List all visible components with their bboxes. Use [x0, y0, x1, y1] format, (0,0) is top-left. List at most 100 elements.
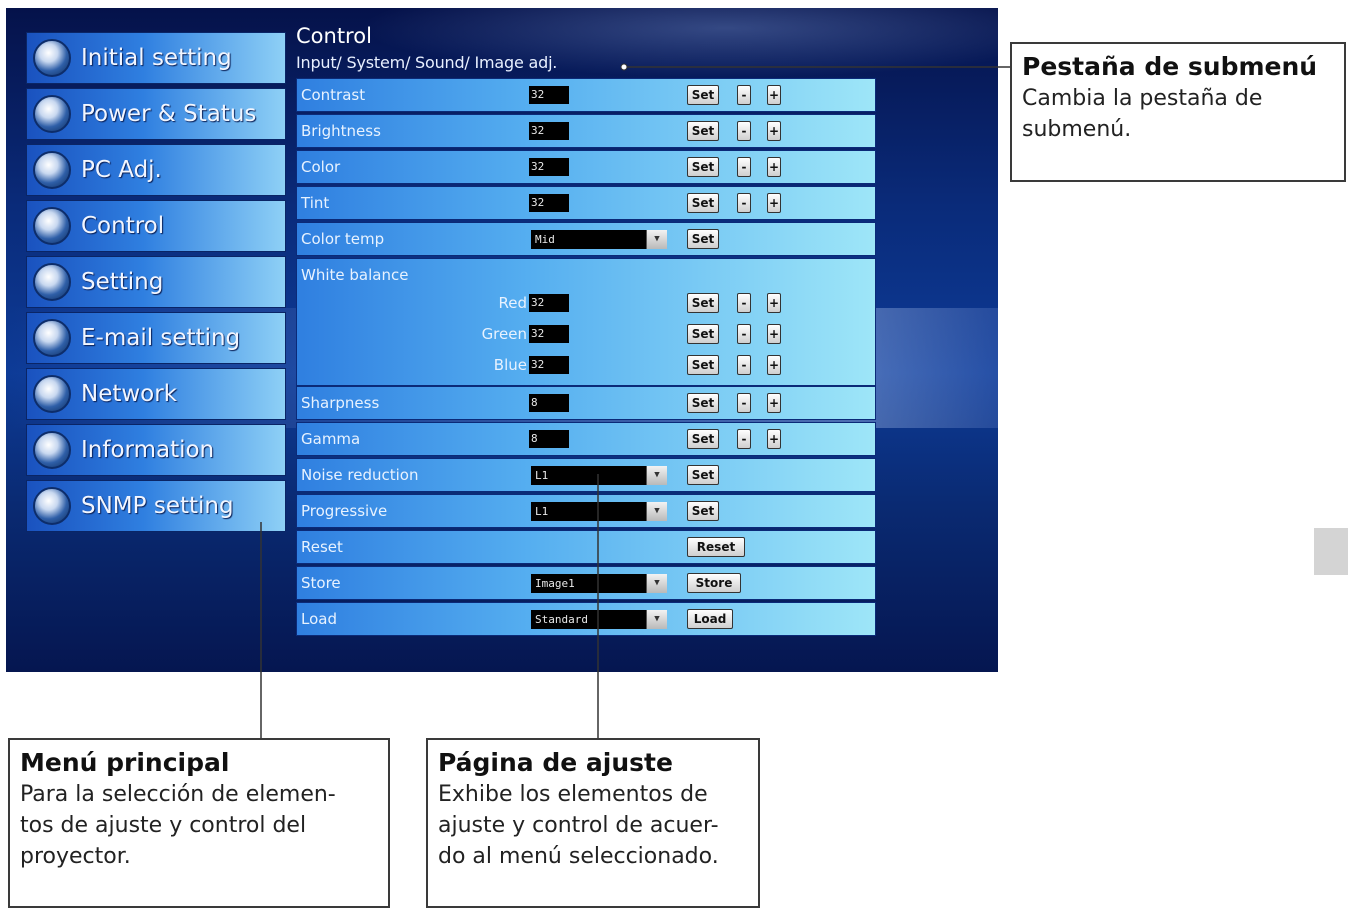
row-label: Tint: [301, 194, 330, 212]
setting-row-load: Load Standard ▼ Load: [296, 602, 876, 636]
sidebar-item-pc-adj[interactable]: PC Adj.: [26, 144, 286, 196]
globe-icon: [33, 431, 71, 469]
set-button[interactable]: Set: [687, 193, 719, 213]
sidebar-item-label: Power & Status: [81, 101, 257, 127]
load-select[interactable]: Standard ▼: [531, 610, 667, 629]
sidebar-item-email-setting[interactable]: E-mail setting: [26, 312, 286, 364]
sidebar-item-label: SNMP setting: [81, 493, 234, 519]
tint-value: 32: [529, 194, 569, 212]
noise-reduction-select[interactable]: L1 ▼: [531, 466, 667, 485]
sidebar-item-label: Control: [81, 213, 165, 239]
set-button[interactable]: Set: [687, 157, 719, 177]
set-button[interactable]: Set: [687, 85, 719, 105]
decrement-button[interactable]: -: [737, 121, 751, 141]
row-label: Contrast: [301, 86, 366, 104]
select-value: Standard: [535, 613, 588, 626]
callout-text: Exhibe los elementos de ajuste y control…: [438, 782, 719, 869]
decrement-button[interactable]: -: [737, 293, 751, 313]
globe-icon: [33, 95, 71, 133]
chevron-down-icon[interactable]: ▼: [646, 466, 667, 485]
decrement-button[interactable]: -: [737, 85, 751, 105]
increment-button[interactable]: +: [767, 429, 781, 449]
setting-row-white-balance: White balance Red 32 Set - + Green 32 Se…: [296, 258, 876, 386]
sidebar-item-information[interactable]: Information: [26, 424, 286, 476]
set-button[interactable]: Set: [687, 355, 719, 375]
set-button[interactable]: Set: [687, 429, 719, 449]
submenu-tabs[interactable]: Input/ System/ Sound/ Image adj.: [296, 53, 558, 72]
decrement-button[interactable]: -: [737, 157, 751, 177]
sidebar-item-label: Information: [81, 437, 215, 463]
row-label: Progressive: [301, 502, 388, 520]
sidebar-item-control[interactable]: Control: [26, 200, 286, 252]
sidebar-item-snmp-setting[interactable]: SNMP setting: [26, 480, 286, 532]
decrement-button[interactable]: -: [737, 324, 751, 344]
sharpness-value: 8: [529, 394, 569, 412]
increment-button[interactable]: +: [767, 157, 781, 177]
decrement-button[interactable]: -: [737, 193, 751, 213]
sidebar-item-network[interactable]: Network: [26, 368, 286, 420]
row-label: Gamma: [301, 430, 361, 448]
color-value: 32: [529, 158, 569, 176]
reset-button[interactable]: Reset: [687, 537, 745, 557]
increment-button[interactable]: +: [767, 85, 781, 105]
decrement-button[interactable]: -: [737, 429, 751, 449]
setting-row-color: Color 32 Set - +: [296, 150, 876, 184]
set-button[interactable]: Set: [687, 324, 719, 344]
sidebar-item-power-status[interactable]: Power & Status: [26, 88, 286, 140]
increment-button[interactable]: +: [767, 121, 781, 141]
setting-row-noise-reduction: Noise reduction L1 ▼ Set: [296, 458, 876, 492]
globe-icon: [33, 263, 71, 301]
sidebar-item-setting[interactable]: Setting: [26, 256, 286, 308]
select-value: Mid: [535, 233, 555, 246]
callout-title: Menú principal: [20, 748, 230, 777]
callout-title: Página de ajuste: [438, 748, 673, 777]
green-value: 32: [529, 325, 569, 343]
setting-row-contrast: Contrast 32 Set - +: [296, 78, 876, 112]
progressive-select[interactable]: L1 ▼: [531, 502, 667, 521]
set-button[interactable]: Set: [687, 229, 719, 249]
row-label: Reset: [301, 538, 343, 556]
chevron-down-icon[interactable]: ▼: [646, 610, 667, 629]
set-button[interactable]: Set: [687, 393, 719, 413]
increment-button[interactable]: +: [767, 324, 781, 344]
decrement-button[interactable]: -: [737, 393, 751, 413]
store-button[interactable]: Store: [687, 573, 741, 593]
row-label: Store: [301, 574, 341, 592]
color-temp-select[interactable]: Mid ▼: [531, 230, 667, 249]
sidebar-item-initial-setting[interactable]: Initial setting: [26, 32, 286, 84]
callout-submenu-tab: Pestaña de submenú Cambia la pestaña de …: [1010, 42, 1346, 182]
select-value: L1: [535, 505, 549, 518]
callout-main-menu: Menú principal Para la selección de elem…: [8, 738, 390, 908]
callout-settings-page: Página de ajuste Exhibe los elementos de…: [426, 738, 760, 908]
chevron-down-icon[interactable]: ▼: [646, 574, 667, 593]
set-button[interactable]: Set: [687, 465, 719, 485]
projector-web-ui-screenshot: Initial setting Power & Status PC Adj. C…: [6, 8, 998, 672]
row-label: Color temp: [301, 230, 385, 248]
green-label: Green: [481, 325, 527, 343]
sidebar-item-label: Network: [81, 381, 178, 407]
load-button[interactable]: Load: [687, 609, 733, 629]
increment-button[interactable]: +: [767, 293, 781, 313]
chevron-down-icon[interactable]: ▼: [646, 502, 667, 521]
set-button[interactable]: Set: [687, 121, 719, 141]
increment-button[interactable]: +: [767, 393, 781, 413]
setting-row-reset: Reset Reset: [296, 530, 876, 564]
blue-label: Blue: [493, 356, 527, 374]
globe-icon: [33, 207, 71, 245]
increment-button[interactable]: +: [767, 355, 781, 375]
select-value: L1: [535, 469, 549, 482]
callout-text: Cambia la pestaña de submenú.: [1022, 86, 1263, 142]
chevron-down-icon[interactable]: ▼: [646, 230, 667, 249]
row-label: Load: [301, 610, 337, 628]
setting-row-gamma: Gamma 8 Set - +: [296, 422, 876, 456]
set-button[interactable]: Set: [687, 293, 719, 313]
setting-row-sharpness: Sharpness 8 Set - +: [296, 386, 876, 420]
select-value: Image1: [535, 577, 575, 590]
setting-row-store: Store Image1 ▼ Store: [296, 566, 876, 600]
store-select[interactable]: Image1 ▼: [531, 574, 667, 593]
increment-button[interactable]: +: [767, 193, 781, 213]
blue-value: 32: [529, 356, 569, 374]
set-button[interactable]: Set: [687, 501, 719, 521]
decrement-button[interactable]: -: [737, 355, 751, 375]
row-label: Color: [301, 158, 341, 176]
